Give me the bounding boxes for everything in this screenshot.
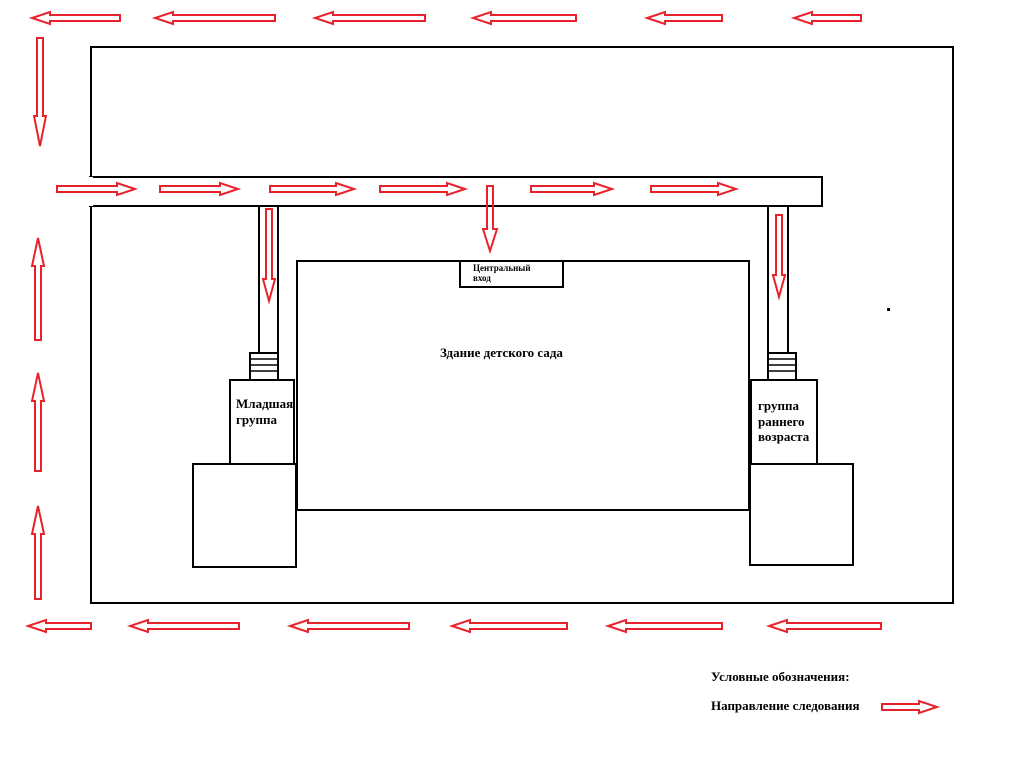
early-group-label-line3: возраста <box>758 429 810 445</box>
arrow-left-up-2 <box>30 372 46 472</box>
steps-left <box>249 352 279 381</box>
central-entrance-label-line2: вход <box>473 273 491 284</box>
arrow-walkway-right-5 <box>530 181 616 197</box>
arrow-left-up-1 <box>30 237 46 341</box>
early-group-label-line1: группа <box>758 398 799 413</box>
central-entrance <box>459 260 564 288</box>
arrow-top-left-5 <box>643 10 723 26</box>
arrow-top-left-6 <box>790 10 862 26</box>
early-group-label-line2: раннего <box>758 413 805 429</box>
arrow-top-left-1 <box>28 10 121 26</box>
arrow-walkway-right-6 <box>650 181 740 197</box>
arrow-top-left-2 <box>151 10 276 26</box>
arrow-bottom-left-1 <box>24 618 92 634</box>
early-group-label: группа раннего возраста <box>758 398 809 445</box>
steps-right <box>767 352 797 381</box>
arrow-left-down <box>32 37 48 147</box>
early-group-area <box>749 463 854 566</box>
legend-title: Условные обозначения: <box>711 669 850 684</box>
junior-group-area <box>192 463 297 568</box>
central-entrance-label: Центральный вход <box>473 263 531 284</box>
arrow-junior-path-down <box>261 208 277 305</box>
junior-group-label: Младшая группа <box>236 396 293 427</box>
arrow-left-up-3 <box>30 505 46 600</box>
junior-group-label-line1: Младшая <box>236 396 294 411</box>
path-to-early-group <box>767 205 789 355</box>
arrow-walkway-right-3 <box>269 181 358 197</box>
dot-mark <box>887 308 890 311</box>
arrow-early-path-down <box>771 214 787 301</box>
arrow-top-left-3 <box>311 10 426 26</box>
legend-direction-label: Направление следования <box>711 698 860 713</box>
junior-group-label-line2: группа <box>236 411 277 427</box>
arrow-bottom-left-5 <box>604 618 723 634</box>
building-label: Здание детского сада <box>440 345 563 360</box>
territory-boundary <box>90 46 954 604</box>
arrow-bottom-left-6 <box>765 618 882 634</box>
kindergarten-building <box>296 260 750 511</box>
arrow-walkway-right-1 <box>56 181 139 197</box>
arrow-bottom-left-3 <box>286 618 410 634</box>
arrow-entrance-down <box>481 185 499 255</box>
central-entrance-label-line1: Центральный <box>473 263 531 273</box>
arrow-walkway-right-2 <box>159 181 242 197</box>
arrow-bottom-left-2 <box>126 618 240 634</box>
direction-arrows <box>24 10 941 715</box>
legend-arrow-icon <box>881 699 941 715</box>
arrow-top-left-4 <box>469 10 577 26</box>
arrow-walkway-right-4 <box>379 181 469 197</box>
arrow-bottom-left-4 <box>448 618 568 634</box>
